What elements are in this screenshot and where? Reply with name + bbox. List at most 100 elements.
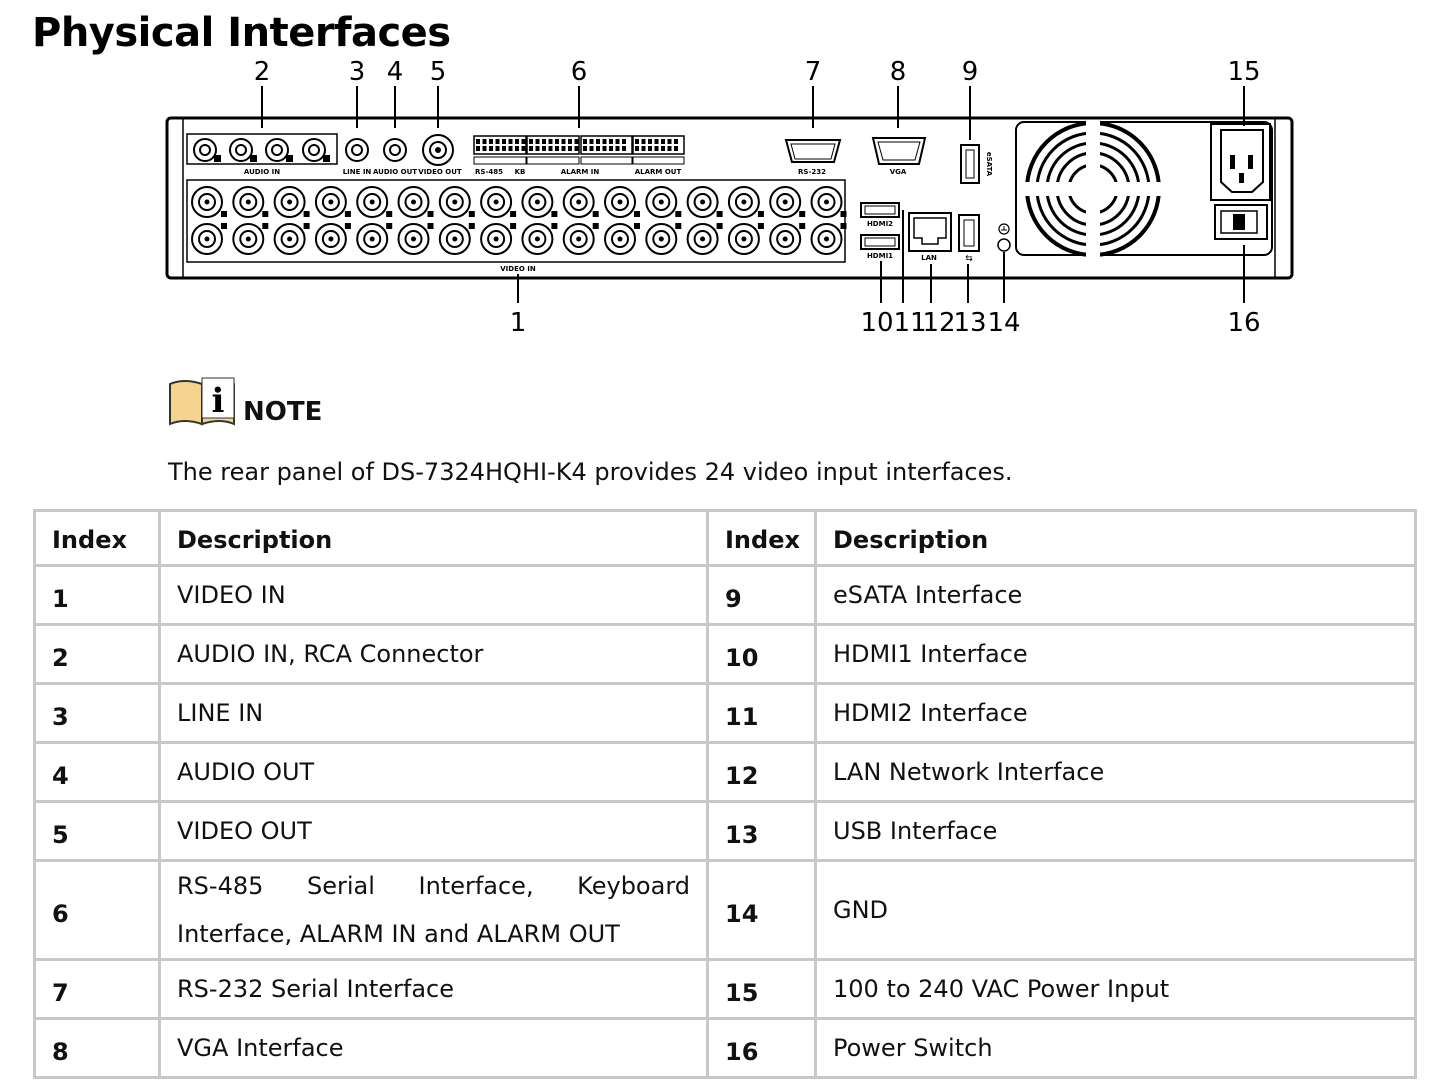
callout-10: 10	[860, 308, 893, 338]
svg-text:⇆: ⇆	[965, 254, 973, 264]
bnc-connector	[645, 186, 682, 218]
rear-panel-diagram: AUDIO IN LINE IN AUDIO OUT VIDEO OUT RS-…	[165, 57, 1294, 338]
row-index: 3	[33, 682, 161, 744]
row-index: 9	[706, 564, 817, 626]
row-index: 4	[33, 741, 161, 803]
video-out-label: VIDEO OUT	[418, 168, 462, 176]
gnd-terminal	[997, 223, 1011, 252]
line-in-label: LINE IN	[343, 168, 372, 176]
callout-9: 9	[962, 57, 979, 87]
video-in-bnc-grid	[191, 186, 847, 255]
bnc-connector	[191, 186, 227, 218]
hdmi2-label: HDMI2	[867, 220, 893, 228]
callout-15: 15	[1227, 57, 1260, 87]
bnc-connector	[810, 186, 847, 218]
rs485-label: RS-485	[475, 168, 503, 176]
row-index: 13	[706, 800, 817, 862]
bnc-connector	[562, 186, 599, 218]
callout-numbers: 2 3 4 5 6 7 8 9 15 1 10 11 12 13 14 16	[254, 57, 1261, 338]
audio-out-label: AUDIO OUT	[373, 168, 417, 176]
bnc-connector	[727, 186, 764, 218]
hdmi2-port	[860, 202, 900, 218]
alarm-in-label: ALARM IN	[561, 168, 600, 176]
power-inlet	[1210, 123, 1271, 201]
row-index: 5	[33, 800, 161, 862]
row-description: VGA Interface	[158, 1017, 709, 1079]
audio-in-jack	[302, 138, 330, 162]
bnc-connector	[769, 223, 806, 255]
row-index: 2	[33, 623, 161, 685]
bnc-connector	[521, 223, 558, 255]
bnc-connector	[727, 223, 764, 255]
row-description: VIDEO OUT	[158, 800, 709, 862]
audio-out-jack	[383, 138, 407, 162]
header-description-1: Description	[158, 509, 709, 567]
callout-6: 6	[571, 57, 588, 87]
note-label: NOTE	[243, 397, 323, 427]
bnc-connector	[604, 186, 640, 218]
bnc-connector	[562, 223, 599, 255]
audio-in-jack	[193, 138, 221, 162]
row-description: Power Switch	[814, 1017, 1417, 1079]
callout-12: 12	[922, 308, 955, 338]
kb-label: KB	[515, 168, 526, 176]
power-switch	[1214, 204, 1268, 240]
bnc-connector	[273, 186, 310, 218]
callout-3: 3	[349, 57, 366, 87]
row-index: 6	[33, 859, 161, 961]
row-description: HDMI1 Interface	[814, 623, 1417, 685]
row-description: USB Interface	[814, 800, 1417, 862]
bnc-connector	[438, 186, 475, 218]
bnc-connector	[397, 186, 434, 218]
rs232-port	[784, 139, 842, 163]
header-index-2: Index	[706, 509, 817, 567]
callout-5: 5	[430, 57, 447, 87]
rs232-label: RS-232	[798, 168, 826, 176]
bnc-connector	[480, 186, 517, 218]
callout-2: 2	[254, 57, 271, 87]
esata-port	[960, 144, 980, 184]
info-book-icon: i	[169, 377, 235, 426]
bnc-connector	[273, 223, 310, 255]
audio-in-jack	[265, 138, 293, 162]
lan-label: LAN	[921, 254, 937, 262]
bnc-connector	[314, 186, 351, 218]
bnc-connector	[397, 223, 434, 255]
fan-grille	[1015, 121, 1273, 257]
note-text: The rear panel of DS-7324HQHI-K4 provide…	[168, 458, 1013, 486]
audio-in-jack	[229, 138, 257, 162]
row-description: AUDIO IN, RCA Connector	[158, 623, 709, 685]
bnc-connector	[645, 223, 682, 255]
line-in-jack	[345, 138, 369, 162]
row-index: 16	[706, 1017, 817, 1079]
row-index: 8	[33, 1017, 161, 1079]
vga-port	[871, 137, 927, 165]
bnc-connector	[769, 186, 806, 218]
header-description-2: Description	[814, 509, 1417, 567]
hdmi1-port	[860, 234, 900, 250]
row-description: eSATA Interface	[814, 564, 1417, 626]
callout-14: 14	[987, 308, 1020, 338]
callout-lines	[261, 86, 1245, 303]
bnc-connector	[232, 223, 269, 255]
table-header-row: Index Description Index Description	[33, 509, 1417, 567]
svg-text:i: i	[212, 381, 225, 421]
bnc-connector	[604, 223, 640, 255]
row-description: GND	[814, 859, 1417, 961]
bnc-connector	[438, 223, 475, 255]
video-in-label: VIDEO IN	[500, 265, 536, 273]
usb-port: ⇆	[958, 214, 980, 264]
row-index: 7	[33, 958, 161, 1020]
audio-in-label: AUDIO IN	[244, 168, 280, 176]
row-description: LINE IN	[158, 682, 709, 744]
row-description: LAN Network Interface	[814, 741, 1417, 803]
row-description: VIDEO IN	[158, 564, 709, 626]
callout-11: 11	[893, 308, 926, 338]
callout-4: 4	[387, 57, 404, 87]
row-index: 11	[706, 682, 817, 744]
